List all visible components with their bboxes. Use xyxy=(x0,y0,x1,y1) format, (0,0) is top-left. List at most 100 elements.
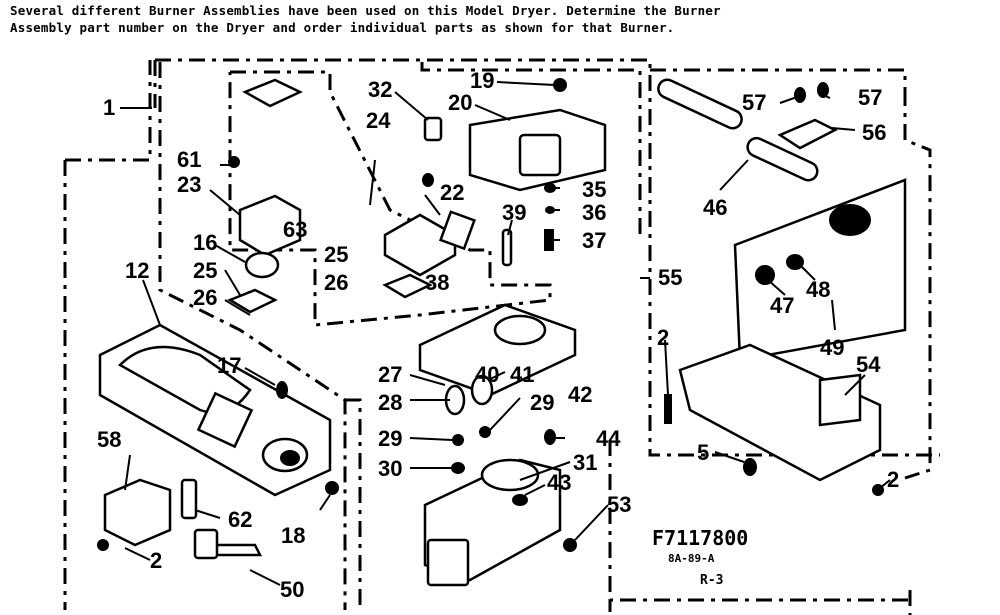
sensor-terminals xyxy=(829,204,871,236)
callout-29-right: 29 xyxy=(530,390,554,415)
gas-valve-inlet xyxy=(426,538,470,587)
lower-boundary xyxy=(608,590,912,615)
screw-5 xyxy=(743,458,757,476)
callout-25-left: 25 xyxy=(193,258,217,283)
bracket-56 xyxy=(777,118,838,150)
callout-41: 41 xyxy=(510,362,534,387)
callout-32: 32 xyxy=(368,77,392,102)
callout-58: 58 xyxy=(97,427,121,452)
callout-5: 5 xyxy=(697,440,709,465)
flame-sensor xyxy=(180,478,198,520)
gas-valve-port xyxy=(480,458,540,492)
igniter-base xyxy=(193,528,219,560)
burner-bracket xyxy=(196,391,254,449)
o-ring-29-right xyxy=(479,426,491,438)
callout-35: 35 xyxy=(582,177,606,202)
coil-housing xyxy=(383,213,457,277)
leader-lines xyxy=(120,81,891,586)
callout-2-center: 2 xyxy=(657,325,669,350)
callout-53: 53 xyxy=(607,492,631,517)
figure-code: F7117800 xyxy=(652,526,748,550)
callout-23: 23 xyxy=(177,172,201,197)
harness-connector xyxy=(518,133,562,177)
screw-19 xyxy=(553,78,567,92)
callout-16: 16 xyxy=(193,230,217,255)
screw-18 xyxy=(325,481,339,495)
callout-47: 47 xyxy=(770,293,794,318)
callout-27: 27 xyxy=(378,362,402,387)
callout-26-left: 26 xyxy=(193,285,217,310)
screw-2-left xyxy=(97,539,109,551)
spring-37 xyxy=(544,229,554,251)
instruction-header: Several different Burner Assemblies have… xyxy=(10,2,990,36)
figure-subcode-1: 8A-89-A xyxy=(668,552,715,565)
screw-57-left xyxy=(794,87,806,103)
callout-57-left: 57 xyxy=(742,90,766,115)
o-ring-29-left xyxy=(452,434,464,446)
callout-18: 18 xyxy=(281,523,305,548)
callout-56: 56 xyxy=(862,120,886,145)
sensor-47 xyxy=(755,265,775,285)
coil-top-plate xyxy=(242,78,303,108)
screw-17 xyxy=(276,381,288,399)
callout-54: 54 xyxy=(856,352,881,377)
callout-61: 61 xyxy=(177,147,201,172)
callout-48: 48 xyxy=(806,277,830,302)
callout-63: 63 xyxy=(283,217,307,242)
burner-tube-upper xyxy=(657,78,743,130)
bracket-39 xyxy=(501,228,513,267)
callout-30: 30 xyxy=(378,456,402,481)
callout-25-center: 25 xyxy=(324,242,348,267)
figure-subcode-2: R-3 xyxy=(700,573,723,588)
callout-43: 43 xyxy=(547,470,571,495)
burner-assembly-boundary xyxy=(63,58,940,610)
callout-57-right: 57 xyxy=(858,85,882,110)
callout-28: 28 xyxy=(378,390,402,415)
callout-36: 36 xyxy=(582,200,606,225)
callout-17: 17 xyxy=(217,353,241,378)
callout-2-right: 2 xyxy=(887,467,899,492)
callout-55: 55 xyxy=(658,265,682,290)
secondary-coil xyxy=(238,194,302,257)
figure-code-block: F7117800 8A-89-A R-3 xyxy=(652,526,748,588)
instruction-line-2: Assembly part number on the Dryer and or… xyxy=(10,20,675,35)
callout-labels: 1 32 19 20 24 22 35 36 37 39 38 61 23 63… xyxy=(97,68,899,602)
callout-12: 12 xyxy=(125,258,149,283)
assembly-boundaries xyxy=(63,58,940,615)
coil-subassembly-boundary xyxy=(420,62,642,240)
igniter-assembly-boundary xyxy=(650,68,932,480)
screw-22 xyxy=(422,173,434,187)
callout-38: 38 xyxy=(425,270,449,295)
washer-43 xyxy=(512,494,528,506)
gasket-26 xyxy=(382,273,433,299)
callout-46: 46 xyxy=(703,195,727,220)
plug-53 xyxy=(563,538,577,552)
callout-44: 44 xyxy=(596,426,621,451)
mounting-bracket-54 xyxy=(678,343,882,482)
coil-22 xyxy=(438,210,476,251)
bracket-flange xyxy=(818,373,862,427)
callout-26-center: 26 xyxy=(324,270,348,295)
callout-49: 49 xyxy=(820,335,844,360)
screw-2-center xyxy=(664,394,672,424)
callout-40: 40 xyxy=(475,362,499,387)
burner-orifice xyxy=(280,450,300,466)
gas-valve-dome xyxy=(493,314,547,346)
burner-tube-46 xyxy=(746,136,819,182)
callout-62: 62 xyxy=(228,507,252,532)
callout-39: 39 xyxy=(502,200,526,225)
callout-50: 50 xyxy=(280,577,304,602)
callout-42: 42 xyxy=(568,382,592,407)
callout-24: 24 xyxy=(366,108,391,133)
parts xyxy=(97,78,907,587)
instruction-line-1: Several different Burner Assemblies have… xyxy=(10,3,721,18)
sensor-48 xyxy=(786,254,804,270)
gasket-25 xyxy=(227,288,278,314)
callout-29-left: 29 xyxy=(378,426,402,451)
callout-19: 19 xyxy=(470,68,494,93)
callout-20: 20 xyxy=(448,90,472,115)
callout-2-left: 2 xyxy=(150,548,162,573)
spring-32 xyxy=(423,116,443,142)
o-ring-30 xyxy=(451,462,465,474)
